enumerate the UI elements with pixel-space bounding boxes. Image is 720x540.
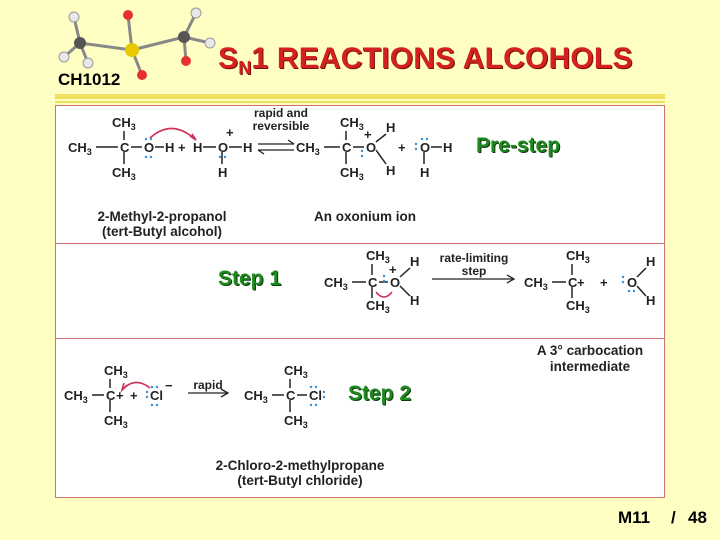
step-1-label: Step 1 [218, 267, 282, 290]
s1-h-bottom: H [410, 293, 419, 308]
mechanism-panel [55, 105, 665, 498]
page-separator: / [671, 508, 676, 527]
oxonium-methyl-bottom: CH3 [340, 165, 364, 182]
oxonium-carbon: C [342, 140, 352, 155]
s1-water-h-bottom: H [646, 293, 655, 308]
header-rule-thin [55, 101, 665, 103]
s2-arrow-label: rapid [193, 378, 222, 392]
oxonium-h-bottom: H [386, 163, 395, 178]
panel-divider-1 [55, 243, 665, 244]
cation-methyl-top: CH3 [566, 248, 590, 265]
hydronium-charge: + [226, 125, 234, 140]
carbocation-caption-2: intermediate [549, 359, 631, 374]
methyl-left: CH3 [68, 140, 92, 157]
product-chlorine: Cl [309, 388, 322, 403]
module-code: M11 [618, 508, 651, 527]
s1-oxygen: O [390, 275, 400, 290]
s2-methyl-left: CH3 [64, 388, 88, 405]
s1-methyl-top: CH3 [366, 248, 390, 265]
water-h-bottom: H [420, 165, 429, 180]
s1-methyl-bottom: CH3 [366, 298, 390, 315]
alcohol-name: 2-Methyl-2-propanol [97, 209, 227, 224]
cation-methyl-bottom: CH3 [566, 298, 590, 315]
s1-arrow-label-1: rate-limiting [440, 251, 509, 265]
hydronium-h-left: H [193, 140, 202, 155]
carbocation-caption: A 3° carbocation [536, 343, 644, 358]
chloride-name: 2-Chloro-2-methylpropane [215, 458, 385, 473]
oxonium-h-top: H [386, 120, 395, 135]
s2-carbon: C [106, 388, 116, 403]
plus-sign: + [178, 140, 186, 155]
panel-divider-2 [55, 338, 665, 339]
oxonium-methyl-top: CH3 [340, 115, 364, 132]
s2-carbon-charge: + [116, 388, 124, 403]
product-methyl-bottom: CH3 [284, 413, 308, 430]
page-number: 48 [688, 508, 707, 527]
oxygen-atom: O [144, 140, 154, 155]
s1-arrow-label-2: step [462, 264, 487, 278]
s2-methyl-bottom: CH3 [104, 413, 128, 430]
pre-arrow-label-2: reversible [253, 119, 310, 133]
chloride-charge: − [165, 378, 173, 393]
s2-plus-sign: + [130, 388, 138, 403]
alcohol-common-name: (tert-Butyl alcohol) [102, 224, 222, 239]
s1-carbon: C [368, 275, 378, 290]
step-2-label: Step 2 [348, 382, 412, 405]
oxonium-caption: An oxonium ion [314, 209, 416, 224]
s1-curved-arrow-icon [375, 291, 393, 298]
s1-methyl-left: CH3 [324, 275, 348, 292]
cation-methyl-left: CH3 [524, 275, 548, 292]
oxonium-oxygen: O [366, 140, 376, 155]
molecule-logo-icon [58, 7, 216, 80]
product-carbon: C [286, 388, 296, 403]
oxonium-charge: + [364, 127, 372, 142]
pre-arrow-label-1: rapid and [254, 106, 308, 120]
pre-step-label: Pre-step [476, 134, 561, 157]
s1-plus-sign: + [600, 275, 608, 290]
product-methyl-left: CH3 [244, 388, 268, 405]
product-methyl-top: CH3 [284, 363, 308, 380]
methyl-bottom: CH3 [112, 165, 136, 182]
s1-oxonium-charge: + [389, 262, 397, 277]
s2-methyl-top: CH3 [104, 363, 128, 380]
plus-sign-2: + [398, 140, 406, 155]
hydrogen-atom: H [165, 140, 174, 155]
s1-h-top: H [410, 254, 419, 269]
methyl-top: CH3 [112, 115, 136, 132]
water-h-right: H [443, 140, 452, 155]
chloride-ion: Cl [150, 388, 163, 403]
water-oxygen: O [420, 140, 430, 155]
course-code: CH1012 [58, 70, 121, 89]
cation-carbon: C [568, 275, 578, 290]
header-rule [55, 94, 665, 99]
hydronium-oxygen: O [218, 140, 228, 155]
oxonium-methyl-left: CH3 [296, 140, 320, 157]
s1-water-h-top: H [646, 254, 655, 269]
chloride-common-name: (tert-Butyl chloride) [237, 473, 363, 488]
hydronium-h-right: H [243, 140, 252, 155]
central-carbon: C [120, 140, 130, 155]
hydronium-h-bottom: H [218, 165, 227, 180]
slide-title: SN1 REACTIONS ALCOHOLS [218, 42, 633, 78]
cation-charge: + [577, 275, 585, 290]
s1-water-oxygen: O [627, 275, 637, 290]
